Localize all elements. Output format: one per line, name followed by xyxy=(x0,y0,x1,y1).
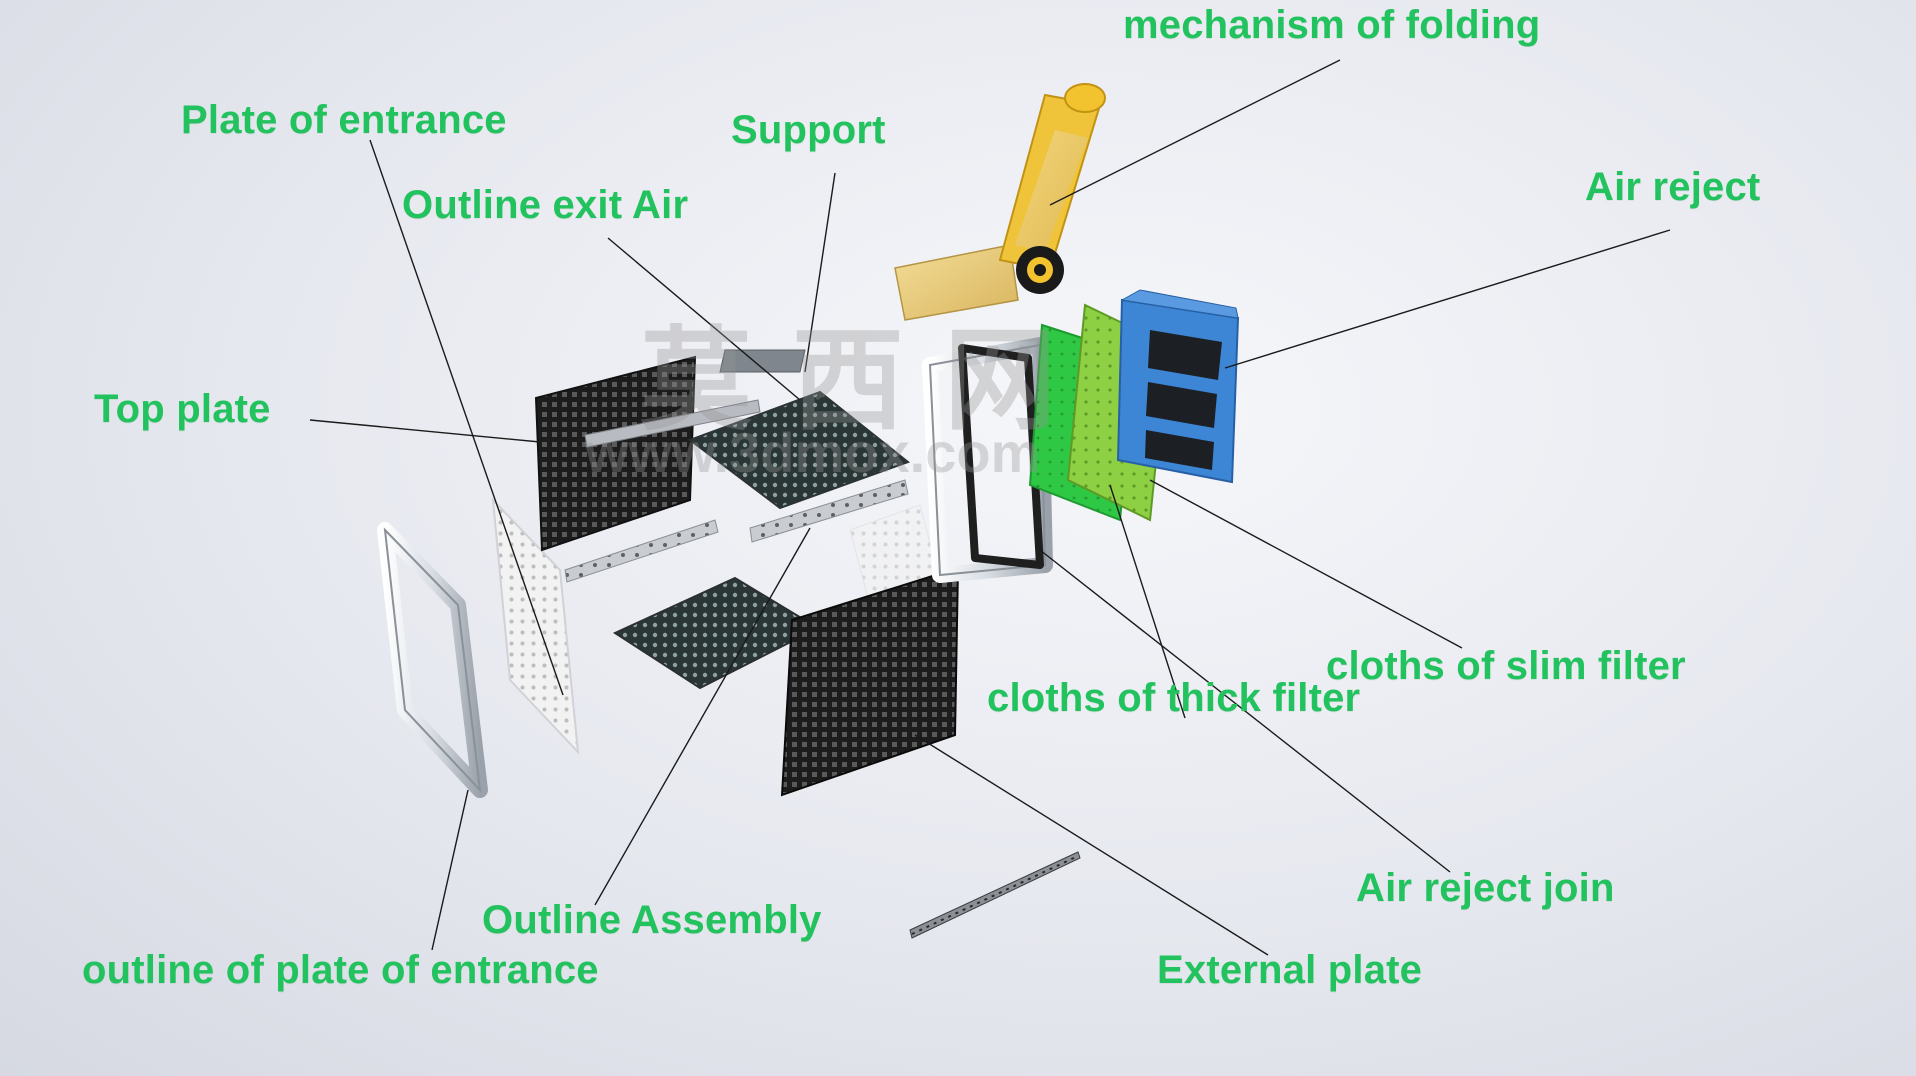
label-external-plate: External plate xyxy=(1157,948,1422,992)
leader-top-plate xyxy=(310,420,540,442)
leader-outline-plate-entrance xyxy=(432,790,468,950)
label-plate-of-entrance: Plate of entrance xyxy=(181,98,507,142)
label-outline-exit-air: Outline exit Air xyxy=(402,183,688,227)
label-cloths-of-slim-filter: cloths of slim filter xyxy=(1326,644,1686,688)
watermark-url: www.3dmox.com xyxy=(585,420,1040,485)
label-cloths-of-thick-filter: cloths of thick filter xyxy=(987,676,1360,720)
label-support: Support xyxy=(731,108,886,152)
air-reject-box xyxy=(1118,290,1238,482)
label-air-reject-join: Air reject join xyxy=(1356,866,1615,910)
leader-outline-assembly xyxy=(595,528,810,905)
label-outline-of-plate-of-entrance: outline of plate of entrance xyxy=(82,948,599,992)
loose-rail xyxy=(910,852,1080,938)
label-outline-assembly: Outline Assembly xyxy=(482,898,822,942)
external-plate xyxy=(782,568,958,795)
folding-mechanism xyxy=(895,84,1105,320)
label-top-plate: Top plate xyxy=(94,387,271,431)
label-mechanism-of-folding: mechanism of folding xyxy=(1123,3,1540,47)
leader-air-reject xyxy=(1225,230,1670,368)
leader-mechanism xyxy=(1050,60,1340,205)
outline-assembly xyxy=(615,578,818,688)
leader-external-plate xyxy=(915,735,1268,955)
entrance-outline-frame xyxy=(385,530,480,790)
leader-slim-filter xyxy=(1150,480,1462,648)
label-air-reject: Air reject xyxy=(1585,165,1760,209)
